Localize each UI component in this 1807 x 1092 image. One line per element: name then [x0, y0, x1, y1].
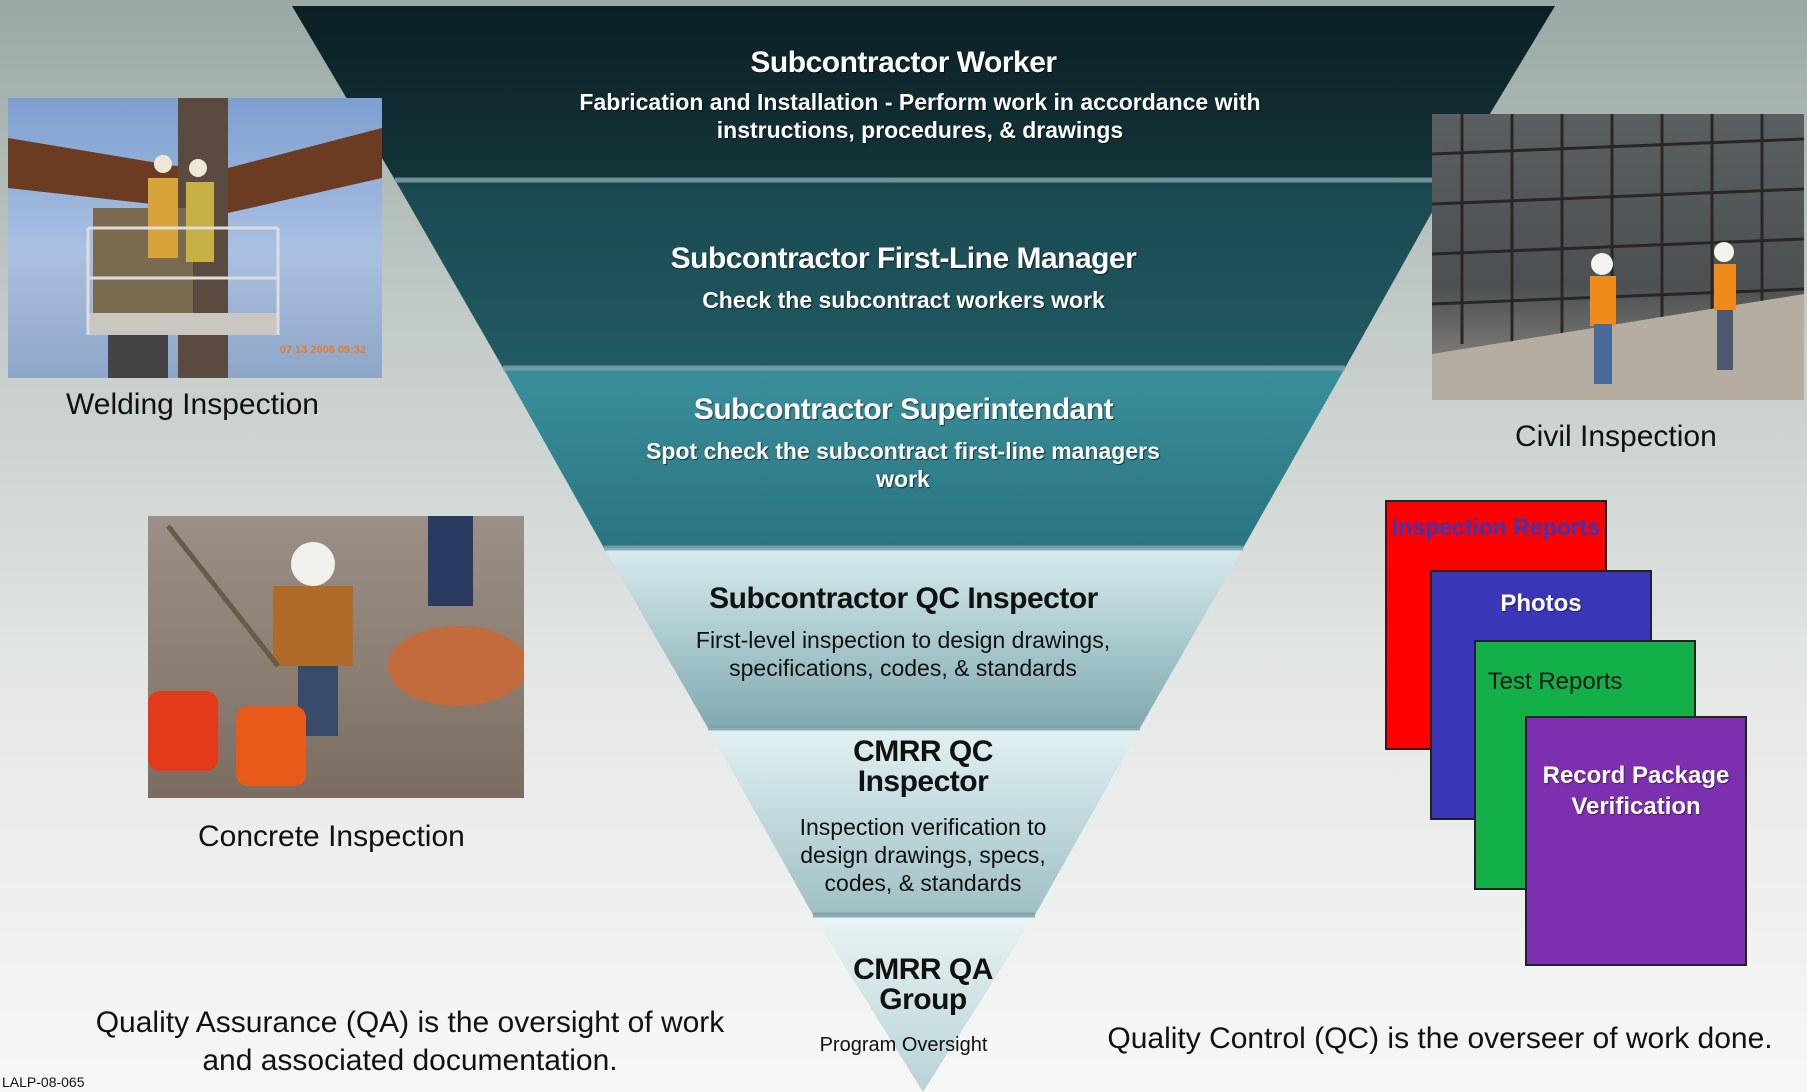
- tier-description: Fabrication and Installation - Perform w…: [579, 89, 1261, 143]
- concrete-caption: Concrete Inspection: [198, 820, 465, 853]
- qc-definition: Quality Control (QC) is the overseer of …: [1107, 1022, 1773, 1055]
- card-label: Record Package Verification: [1542, 762, 1730, 820]
- tier-description: First-level inspection to design drawing…: [695, 627, 1111, 681]
- tier-description: Check the subcontract workers work: [702, 287, 1105, 313]
- qa-definition: Quality Assurance (QA) is the oversight …: [95, 1006, 725, 1077]
- tier-title: Subcontractor Worker: [750, 46, 1057, 79]
- tier-title: CMRR QA Group: [853, 953, 993, 1016]
- tier-description: Spot check the subcontract first-line ma…: [646, 438, 1160, 492]
- welding-scene-image: [8, 98, 382, 378]
- tier-description: Inspection verification to design drawin…: [799, 814, 1047, 896]
- tier-title: Subcontractor First-Line Manager: [670, 242, 1137, 275]
- concrete-photo: [148, 516, 524, 798]
- tier-cmrr-qc-inspector: CMRR QC Inspector Inspection verificatio…: [0, 737, 1807, 897]
- tier-title: CMRR QC Inspector: [853, 735, 993, 798]
- document-id: LALP-08-065: [2, 1074, 85, 1090]
- tier-band-4: [604, 548, 1243, 728]
- tier-subcontractor-worker: Subcontractor Worker Fabrication and Ins…: [0, 46, 1807, 144]
- concrete-scene-image: [148, 516, 524, 786]
- tier-band-1: [292, 6, 1555, 180]
- tier-title: Subcontractor Superintendant: [693, 393, 1114, 426]
- civil-caption: Civil Inspection: [1515, 420, 1717, 453]
- card-label: Photos: [1500, 590, 1582, 617]
- card-label: Test Reports: [1487, 668, 1623, 695]
- tier-band-2: [395, 180, 1450, 368]
- civil-photo: [1432, 114, 1804, 400]
- card-label: Inspection Reports: [1391, 514, 1601, 540]
- welding-caption: Welding Inspection: [66, 388, 319, 421]
- tier-cmrr-qa-group: CMRR QA Group Program Oversight: [0, 955, 1807, 1059]
- civil-scene-image: [1432, 114, 1804, 400]
- tier-description: Program Oversight: [819, 1034, 988, 1056]
- tier-superintendant: Subcontractor Superintendant Spot check …: [0, 393, 1807, 493]
- photo-timestamp: 07 13 2006 09:32: [279, 344, 366, 356]
- tier-band-3: [503, 368, 1345, 548]
- welding-photo: 07 13 2006 09:32: [8, 98, 382, 378]
- tier-first-line-manager: Subcontractor First-Line Manager Check t…: [0, 242, 1807, 314]
- tier-title: Subcontractor QC Inspector: [709, 582, 1098, 615]
- tier-qc-inspector: Subcontractor QC Inspector First-level i…: [0, 582, 1807, 682]
- card-record-package: Record Package Verification: [1525, 716, 1747, 966]
- tier-band-5: [708, 728, 1140, 915]
- tier-band-6: [813, 915, 1035, 1092]
